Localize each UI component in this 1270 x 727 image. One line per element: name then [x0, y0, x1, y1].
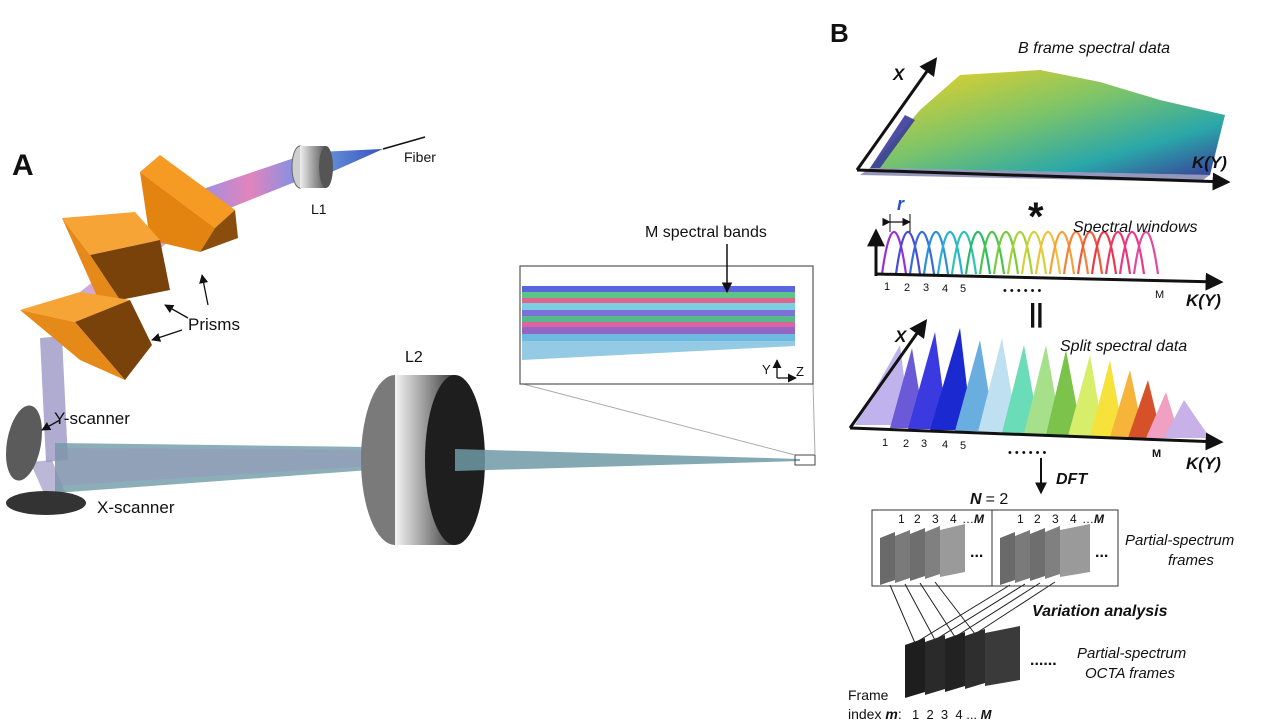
split-tick-5: 5 — [960, 440, 966, 452]
convolution-symbol: * — [1028, 195, 1044, 239]
panel-a-letter: A — [12, 149, 34, 182]
split-axis-x — [848, 319, 928, 429]
x-scanner-mirror — [6, 491, 86, 515]
split-tick-3: 3 — [921, 438, 927, 450]
split-axis-x-label: X — [894, 327, 908, 346]
split-axis-k-label: K(Y) — [1186, 454, 1221, 473]
split-axis-k — [849, 426, 1224, 451]
bframe-axis-k-label: K(Y) — [1192, 153, 1227, 172]
frame-index-right-1: 1 — [1017, 512, 1024, 526]
bframe-axis-k — [856, 168, 1231, 191]
beam-fiber-l1 — [318, 149, 383, 178]
windows-dots: • • • • • • — [1003, 285, 1042, 297]
windows-title: Spectral windows — [1073, 219, 1198, 236]
y-scanner-mirror — [6, 405, 42, 481]
inset-title: M spectral bands — [645, 224, 767, 241]
frame-index-right-2: 2 — [1034, 512, 1041, 526]
frame-stack-left-dots: ... — [970, 544, 983, 561]
n-label: N= 2 — [970, 491, 1008, 508]
prism-2 — [62, 212, 170, 303]
split-tick-m: M — [1152, 448, 1161, 460]
windows-tick-3: 3 — [923, 282, 929, 294]
bframe-axis-x-label: X — [892, 65, 906, 84]
windows-tick-1: 1 — [884, 281, 890, 293]
frame-stack-right — [1000, 524, 1090, 585]
frame-index-right-4: 4 — [1070, 512, 1077, 526]
split-tick-1: 1 — [882, 437, 888, 449]
windows-tick-m: M — [1155, 289, 1164, 301]
prisms-label: Prisms — [188, 315, 240, 334]
frame-index-left-1: 1 — [898, 512, 905, 526]
partial-label-line2: frames — [1168, 552, 1214, 569]
split-title: Split spectral data — [1060, 338, 1187, 355]
x-scanner-label: X-scanner — [97, 498, 175, 517]
frame-index-label-1: Frame — [848, 687, 889, 703]
frame-index-left: 1 2 3 4 …M — [898, 512, 985, 526]
variation-lines — [889, 581, 1056, 644]
frame-index-right-m: …M — [1082, 512, 1105, 526]
frame-index-label-2: index m: — [848, 706, 902, 722]
beam-scanner-l2 — [55, 443, 370, 493]
prism-3 — [20, 292, 152, 380]
frame-index-nums: 1 2 3 4 ... M — [912, 707, 993, 722]
zoom-line-2 — [812, 383, 816, 456]
prism-1 — [140, 155, 238, 252]
prisms-arrow-2 — [164, 304, 189, 319]
equals-symbol: || — [1029, 298, 1044, 328]
focus-box — [794, 454, 816, 466]
inset-bands — [522, 286, 795, 360]
lens-l1 — [291, 145, 333, 189]
split-tick-2: 2 — [903, 438, 909, 450]
fiber-label: Fiber — [404, 149, 436, 165]
panel-b-letter: B — [830, 18, 849, 48]
split-bands — [855, 328, 1210, 438]
windows-axis-k — [875, 272, 1224, 291]
beam-focus — [455, 449, 800, 471]
lens-l2 — [361, 375, 485, 545]
inset-axis-z: Z — [796, 364, 804, 379]
spectral-windows — [880, 230, 1160, 275]
frame-index-right: 1 2 3 4 …M — [1017, 512, 1105, 526]
octa-stack — [905, 626, 1020, 698]
partial-label-line1: Partial-spectrum — [1125, 532, 1234, 549]
l1-label: L1 — [311, 201, 327, 217]
prisms-arrow-1 — [199, 274, 209, 306]
beam-to-yscanner — [40, 336, 68, 462]
windows-tick-4: 4 — [942, 283, 948, 295]
octa-dots: ...... — [1030, 652, 1057, 669]
frame-stack-left — [880, 524, 965, 585]
bframe-axis-x — [855, 57, 938, 171]
split-tick-4: 4 — [942, 439, 948, 451]
inset-axis-y: Y — [762, 362, 771, 377]
zoom-line-1 — [522, 383, 796, 456]
y-scanner-label: Y-scanner — [54, 409, 130, 428]
variation-label: Variation analysis — [1032, 603, 1168, 620]
frame-index-left-m: …M — [962, 512, 985, 526]
windows-axis-k-label: K(Y) — [1186, 291, 1221, 310]
fiber-line — [382, 136, 426, 150]
octa-label-line2: OCTA frames — [1085, 665, 1176, 682]
frame-index-left-4: 4 — [950, 512, 957, 526]
dft-label: DFT — [1056, 471, 1088, 488]
frame-stack-right-dots: ... — [1095, 544, 1108, 561]
prisms-arrow-3 — [151, 329, 183, 342]
frame-index-left-3: 3 — [932, 512, 939, 526]
frame-index-right-3: 3 — [1052, 512, 1059, 526]
split-dots: • • • • • • — [1008, 447, 1047, 459]
inset-box — [519, 265, 814, 385]
beam-l1-prism — [200, 156, 300, 212]
windows-tick-2: 2 — [904, 282, 910, 294]
r-label: r — [897, 194, 905, 214]
beam-scanner-l2-stripes — [55, 448, 370, 486]
octa-label-line1: Partial-spectrum — [1077, 645, 1186, 662]
y-scanner-arrow — [41, 419, 61, 431]
l2-label: L2 — [405, 349, 423, 366]
bframe-title: B frame spectral data — [1018, 40, 1170, 57]
frame-index-left-2: 2 — [914, 512, 921, 526]
windows-tick-5: 5 — [960, 283, 966, 295]
